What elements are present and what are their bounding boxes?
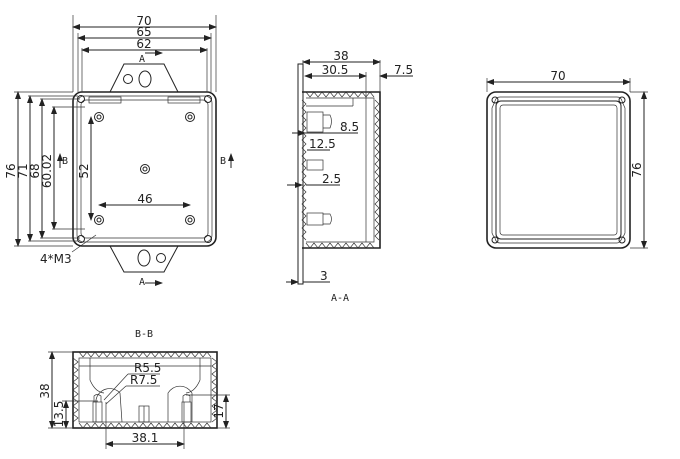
bb-dim-height-38: 38: [38, 383, 52, 398]
dim-depth-30-5: 30.5: [322, 63, 349, 77]
dim-height-68: 68: [28, 163, 42, 178]
front-view: 70 65 62 A A B B 76 71 68 60.02 52 46: [4, 14, 234, 288]
section-marker-a-bottom: A: [139, 277, 145, 288]
section-marker-a-top: A: [139, 54, 145, 65]
bb-dim-r7-5: R7.5: [130, 373, 157, 387]
section-b-b-title: B-B: [135, 329, 153, 340]
bb-dim-boss-13-5: 13.5: [52, 401, 66, 428]
lid-dim-width-70: 70: [550, 69, 565, 83]
lid-dim-height-76: 76: [630, 162, 644, 177]
dim-width-62: 62: [136, 37, 151, 51]
dim-lid-7-5: 7.5: [394, 63, 413, 77]
bb-dim-spacing-38-1: 38.1: [132, 431, 159, 445]
dim-height-52: 52: [77, 163, 91, 178]
lid-view: 70 76: [486, 69, 648, 249]
dim-wall-2-5: 2.5: [322, 172, 341, 186]
dim-height-76: 76: [4, 163, 18, 178]
section-marker-b-right: B: [220, 156, 226, 167]
dim-hole-spacing-46: 46: [137, 192, 152, 206]
dim-width-65: 65: [136, 25, 151, 39]
dim-boss-12-5: 12.5: [309, 137, 336, 151]
section-marker-b-left: B: [62, 156, 68, 167]
section-b-b: B-B 38 13.5 17 38.1: [38, 329, 230, 449]
dim-boss-8-5: 8.5: [340, 120, 359, 134]
section-a-a-title: A-A: [331, 293, 349, 304]
screw-note: 4*M3: [40, 252, 72, 266]
dim-width-70: 70: [136, 14, 151, 28]
dim-depth-38: 38: [333, 49, 348, 63]
bb-dim-boss-17: 17: [212, 403, 226, 418]
bb-dim-r5-5: R5.5: [134, 361, 161, 375]
dim-height-71: 71: [16, 163, 30, 178]
dim-height-60-02: 60.02: [40, 154, 54, 188]
dim-flange-3: 3: [320, 269, 328, 283]
section-a-a: 38 30.5 7.5 8.5 12.5 2.5 3 A-A: [286, 49, 413, 304]
